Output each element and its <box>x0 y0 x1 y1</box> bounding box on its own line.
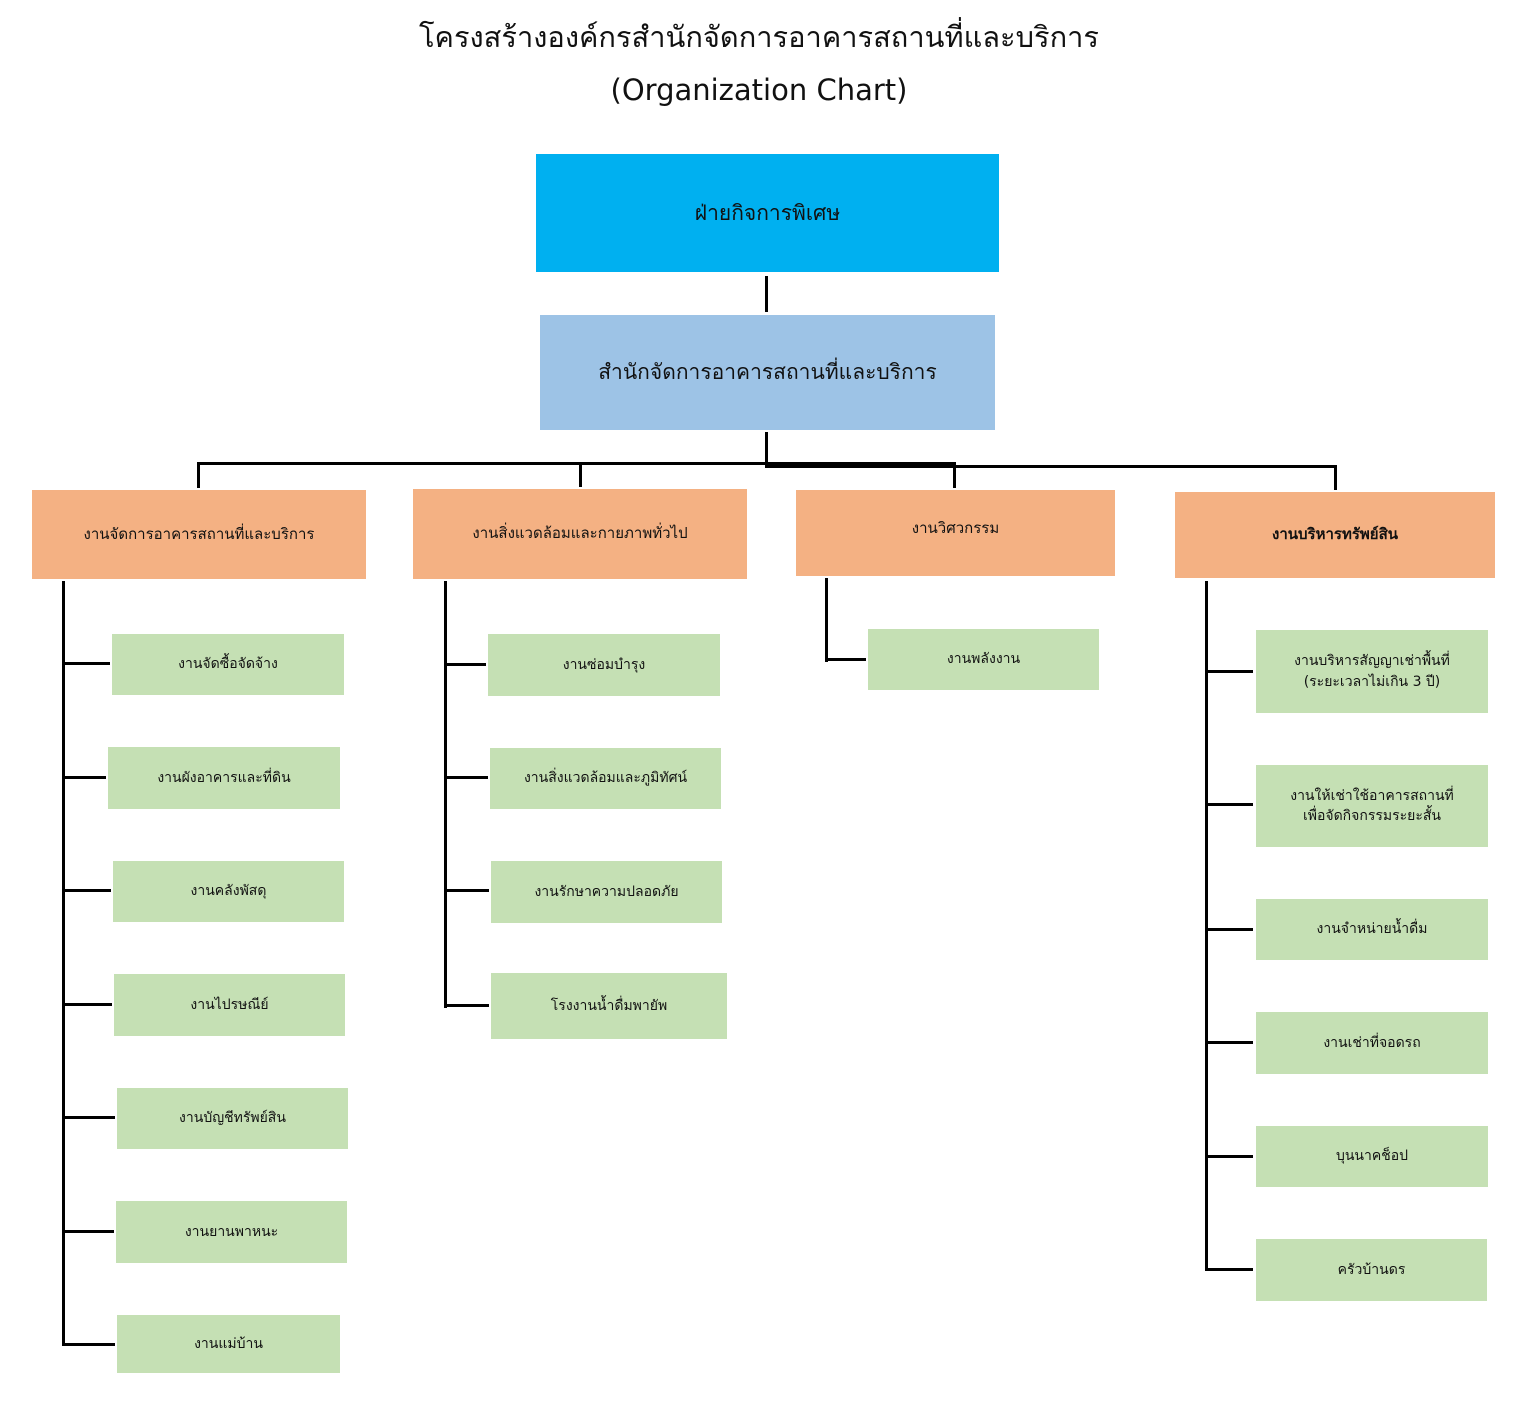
branch <box>444 889 489 892</box>
unit-label: งานผังอาคารและที่ดิน <box>157 769 291 786</box>
unit-box: งานให้เช่าใช้อาคารสถานที่ เพื่อจัดกิจกรร… <box>1256 765 1488 847</box>
chart-subtitle: (Organization Chart) <box>610 73 908 107</box>
branch <box>1205 1041 1253 1044</box>
column-2-spine <box>444 581 447 1008</box>
unit-label: บุนนาคช็อป <box>1335 1148 1409 1165</box>
unit-box: งานบริหารสัญญาเช่าพื้นที่ (ระยะเวลาไม่เก… <box>1256 630 1488 713</box>
department-bus-right <box>765 465 1337 468</box>
unit-label: โรงงานน้ำดื่มพายัพ <box>550 997 668 1014</box>
top-unit-label: ฝ่ายกิจการพิเศษ <box>694 200 841 225</box>
unit-label: งานให้เช่าใช้อาคารสถานที่ เพื่อจัดกิจกรร… <box>1290 787 1454 824</box>
department-box-asset-management: งานบริหารทรัพย์สิน <box>1175 492 1495 578</box>
branch <box>444 663 486 666</box>
unit-label: งานจัดซื้อจัดจ้าง <box>178 656 278 673</box>
unit-box: ครัวบ้านดร <box>1256 1239 1487 1301</box>
drop-dept-2 <box>579 462 582 487</box>
unit-box: โรงงานน้ำดื่มพายัพ <box>491 973 727 1039</box>
unit-label: งานคลังพัสดุ <box>190 883 267 900</box>
unit-box: งานไปรษณีย์ <box>114 974 345 1036</box>
unit-label: งานบริหารสัญญาเช่าพื้นที่ (ระยะเวลาไม่เก… <box>1294 653 1450 690</box>
branch <box>62 1343 115 1346</box>
branch <box>62 889 111 892</box>
branch <box>62 1230 114 1233</box>
office-box: สำนักจัดการอาคารสถานที่และบริการ <box>540 315 995 430</box>
connector-top-office <box>765 276 768 312</box>
unit-label: งานจำหน่ายน้ำดื่ม <box>1316 921 1428 938</box>
top-unit-box: ฝ่ายกิจการพิเศษ <box>536 154 999 272</box>
unit-label: งานไปรษณีย์ <box>190 996 269 1013</box>
unit-box: งานสิ่งแวดล้อมและภูมิทัศน์ <box>490 748 721 809</box>
unit-label: งานแม่บ้าน <box>194 1335 263 1352</box>
drop-dept-4 <box>1334 465 1337 490</box>
unit-box: งานคลังพัสดุ <box>113 861 344 922</box>
unit-label: งานพลังงาน <box>946 651 1021 668</box>
branch <box>62 1003 112 1006</box>
column-4-spine <box>1205 581 1208 1271</box>
column-3-spine <box>825 578 828 662</box>
unit-label: งานซ่อมบำรุง <box>562 656 646 673</box>
unit-box: งานแม่บ้าน <box>117 1315 340 1373</box>
department-label: งานบริหารทรัพย์สิน <box>1272 525 1398 544</box>
unit-box: งานเช่าที่จอดรถ <box>1256 1012 1488 1074</box>
unit-label: งานบัญชีทรัพย์สิน <box>179 1110 286 1127</box>
department-label: งานสิ่งแวดล้อมและกายภาพทั่วไป <box>472 524 688 543</box>
branch <box>1205 1268 1253 1271</box>
unit-label: งานสิ่งแวดล้อมและภูมิทัศน์ <box>523 770 688 787</box>
unit-label: งานเช่าที่จอดรถ <box>1323 1034 1421 1051</box>
department-label: งานจัดการอาคารสถานที่และบริการ <box>83 524 315 543</box>
branch <box>825 658 866 661</box>
department-box-facilities: งานจัดการอาคารสถานที่และบริการ <box>32 490 366 579</box>
branch <box>1205 670 1253 673</box>
column-1-spine <box>62 581 65 1346</box>
unit-label: ครัวบ้านดร <box>1337 1261 1406 1278</box>
unit-label: งานยานพาหนะ <box>184 1223 279 1240</box>
unit-box: งานยานพาหนะ <box>116 1201 347 1263</box>
unit-box: บุนนาคช็อป <box>1256 1126 1488 1187</box>
branch <box>62 776 106 779</box>
branch <box>1205 1155 1253 1158</box>
connector-office-down <box>765 432 768 466</box>
unit-box: งานพลังงาน <box>868 629 1099 690</box>
branch <box>444 1004 489 1007</box>
unit-box: งานบัญชีทรัพย์สิน <box>117 1088 348 1149</box>
drop-dept-1 <box>197 462 200 488</box>
office-label: สำนักจัดการอาคารสถานที่และบริการ <box>598 360 937 385</box>
branch <box>1205 803 1253 806</box>
unit-label: งานรักษาความปลอดภัย <box>534 883 679 900</box>
chart-title: โครงสร้างองค์กรสำนักจัดการอาคารสถานที่แล… <box>418 20 1100 54</box>
unit-box: งานจัดซื้อจัดจ้าง <box>112 634 344 695</box>
department-label: งานวิศวกรรม <box>911 519 1000 538</box>
unit-box: งานซ่อมบำรุง <box>488 634 720 696</box>
branch <box>444 776 488 779</box>
branch <box>62 662 110 665</box>
department-box-engineering: งานวิศวกรรม <box>796 490 1115 576</box>
unit-box: งานผังอาคารและที่ดิน <box>108 747 340 809</box>
department-box-environment: งานสิ่งแวดล้อมและกายภาพทั่วไป <box>413 489 747 579</box>
unit-box: งานจำหน่ายน้ำดื่ม <box>1256 899 1488 960</box>
branch <box>62 1116 115 1119</box>
unit-box: งานรักษาความปลอดภัย <box>491 861 722 923</box>
drop-dept-3 <box>953 462 956 488</box>
department-bus-left <box>197 462 956 465</box>
branch <box>1205 928 1253 931</box>
